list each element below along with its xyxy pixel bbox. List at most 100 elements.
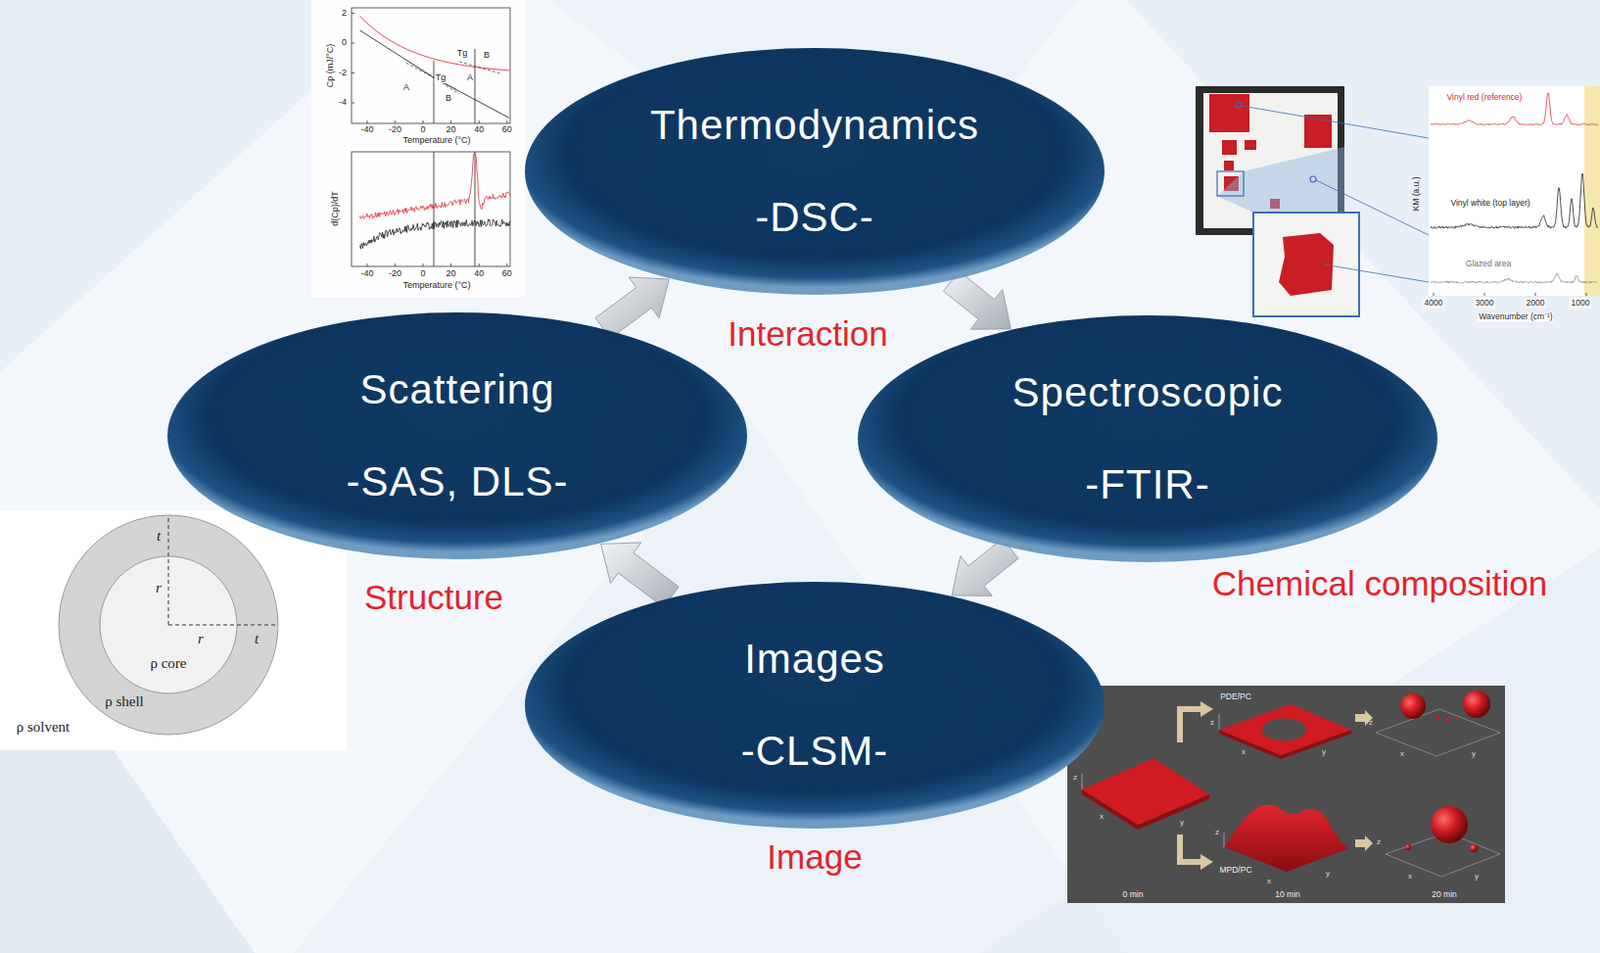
method-name: Spectroscopic <box>1012 369 1284 417</box>
axis-letter: x <box>1241 748 1246 757</box>
droplet <box>1456 716 1459 720</box>
axis-title: Temperature (°C) <box>401 281 471 291</box>
dimension-label: t <box>156 527 161 545</box>
axis-tick: 4000 <box>1423 298 1445 308</box>
axis-letter: z <box>1376 838 1381 848</box>
ellipse-fill <box>857 315 1438 563</box>
curve-mark: A <box>466 73 474 84</box>
axis-title: Temperature (°C) <box>401 136 471 146</box>
droplet <box>1405 844 1412 850</box>
curve-mark: Tg <box>434 73 448 84</box>
paint-patch <box>1209 94 1250 133</box>
axis-tick: 0 <box>340 38 348 48</box>
tangent-line <box>459 61 500 74</box>
curve-mark: B <box>444 94 453 104</box>
leader-line <box>1241 105 1429 283</box>
model-ground <box>0 510 347 751</box>
density-label: ρ solvent <box>16 718 71 736</box>
droplet <box>1430 805 1468 844</box>
axis-letter: z <box>1215 828 1220 838</box>
spectrum-line <box>1430 273 1599 283</box>
zoom-cone <box>1217 146 1360 213</box>
axis-tick: -20 <box>387 125 403 136</box>
axis-line <box>1082 773 1083 790</box>
axis-tick: -4 <box>337 97 348 108</box>
method-name: Scattering <box>359 366 555 414</box>
branch-arrow <box>1200 853 1214 870</box>
droplet <box>1462 690 1491 718</box>
flow-arrow <box>595 277 669 338</box>
clsm-panel <box>1067 685 1506 903</box>
spectrum-panel <box>1428 86 1600 296</box>
node-body: Spectroscopic-FTIR- <box>856 314 1439 564</box>
panel-label: MPD/PC <box>1219 865 1252 875</box>
method-abbrev: -SAS, DLS- <box>345 458 568 506</box>
film-mound <box>1223 803 1350 872</box>
axis-tick: 1000 <box>1570 298 1592 308</box>
axis-tick: 3000 <box>1474 298 1496 308</box>
panel-label: 0 min <box>1123 890 1144 899</box>
node-body: Images-CLSM- <box>523 580 1106 830</box>
step-arrow <box>1355 835 1373 851</box>
dimension-label: r <box>155 579 162 597</box>
ellipse-shape <box>523 47 1106 296</box>
axis-tick: 20 <box>445 269 458 280</box>
series-label: Vinyl red (reference) <box>1446 93 1524 102</box>
axis-letter: x <box>1408 872 1412 882</box>
node-body: Scattering -SAS, DLS- <box>166 311 749 561</box>
measure-point <box>1310 176 1317 183</box>
axis-title: Cp (mJ/°C) <box>326 43 336 90</box>
measure-point <box>1235 101 1242 108</box>
series-label: Vinyl white (top layer) <box>1449 198 1531 208</box>
axis-tick: 2000 <box>1525 298 1547 308</box>
branch-arrow <box>1179 834 1201 862</box>
droplet <box>1435 715 1440 720</box>
method-abbrev: -DSC- <box>754 193 875 241</box>
axis-letter: y <box>1325 869 1330 879</box>
ellipse-shape <box>856 314 1439 564</box>
panel-label: 10 min <box>1274 890 1301 899</box>
ellipse-fill <box>167 312 748 560</box>
axis-ticks <box>1433 292 1587 296</box>
highlight-band <box>1584 86 1600 296</box>
derivative-curve <box>360 153 511 219</box>
method-name: Images <box>744 635 886 683</box>
axis-tick: -20 <box>387 269 403 280</box>
axis-tick: 2 <box>340 8 348 19</box>
density-label: ρ core <box>149 655 187 672</box>
axis-title: d(Cp)/dT <box>330 189 341 228</box>
paint-patch <box>1244 140 1257 150</box>
derivative-curve <box>360 219 511 249</box>
aspect-label: Chemical composition <box>1212 564 1548 604</box>
axis-letter: z <box>1368 718 1373 728</box>
axis-letter: y <box>1474 872 1479 882</box>
axis-tick: -2 <box>337 68 348 79</box>
panel-label: PDE/PC <box>1220 692 1252 702</box>
axis-tick: 60 <box>501 269 514 280</box>
aspect-label: Interaction <box>727 315 888 354</box>
density-label: ρ shell <box>104 693 144 710</box>
aspect-label: Structure <box>364 578 504 617</box>
paint-patch <box>1222 140 1237 155</box>
droplet <box>1445 717 1450 722</box>
panel-label: 20 min <box>1431 890 1458 899</box>
core-shell-model <box>0 510 347 751</box>
tangent-line <box>409 61 460 95</box>
plot-ground <box>311 0 525 297</box>
axis-line <box>1219 713 1221 730</box>
droplet <box>1469 844 1478 852</box>
axis-letter: z <box>1210 718 1215 728</box>
branch-arrow <box>1200 701 1214 717</box>
film <box>1219 704 1352 755</box>
axis-line <box>1223 832 1225 848</box>
flow-arrow <box>951 538 1019 596</box>
ellipse-fill <box>524 581 1105 829</box>
curve-mark: Tg <box>456 48 470 59</box>
radius-line <box>168 515 279 625</box>
method-name: Thermodynamics <box>650 101 980 149</box>
axis-tick: -40 <box>359 269 375 280</box>
node-body: Thermodynamics -DSC- <box>523 47 1106 296</box>
